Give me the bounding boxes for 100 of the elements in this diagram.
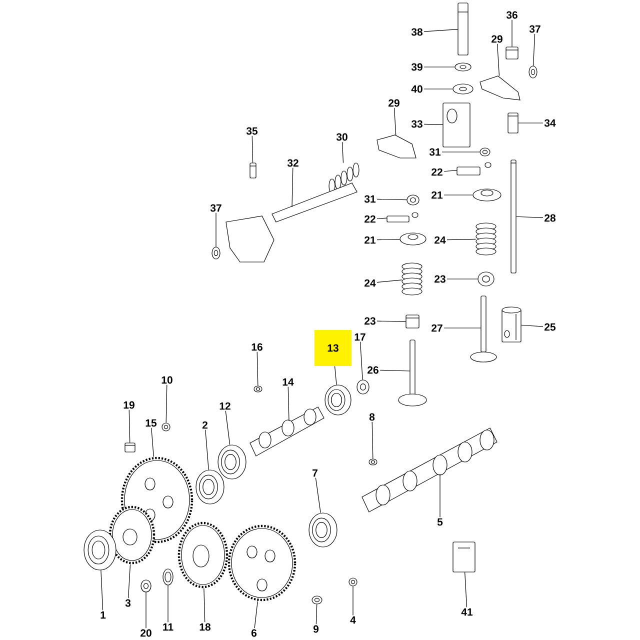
leader-line (424, 124, 444, 125)
callout-number: 5 (436, 517, 444, 527)
ring-drawing (162, 568, 174, 586)
spring-drawing (328, 162, 360, 194)
bearing-drawing (218, 444, 246, 480)
pin-drawing (456, 162, 492, 176)
callout-number: 28 (543, 213, 557, 223)
callout-number: 11 (161, 622, 175, 632)
leader-line (352, 586, 354, 616)
callout-number: 7 (311, 468, 319, 478)
leader-line (444, 194, 474, 196)
leader-line (446, 238, 476, 240)
leader-line (360, 342, 363, 380)
callout-number: 24 (433, 235, 447, 245)
bearing-drawing (324, 384, 352, 416)
leader-line (424, 29, 458, 32)
callout-number: 38 (410, 27, 424, 37)
leader-line (205, 430, 209, 470)
callout-number: 22 (430, 167, 444, 177)
rocker-shaft-drawing (226, 182, 358, 262)
callout-number: 31 (363, 194, 377, 204)
cap-drawing (406, 314, 420, 328)
callout-number: 27 (430, 323, 444, 333)
callout-number: 31 (428, 147, 442, 157)
callout-number: 20 (139, 628, 153, 638)
leader-line (376, 320, 406, 322)
callout-number: 9 (312, 624, 320, 634)
gear-drawing (228, 524, 296, 602)
callout-number: 21 (363, 235, 377, 245)
camshaft-drawing (362, 428, 498, 512)
key-drawing (368, 458, 378, 466)
pin-drawing (386, 212, 418, 222)
nut-drawing (528, 66, 538, 78)
callout-number: 29 (490, 34, 504, 44)
leader-line (256, 352, 258, 386)
leader-line (424, 88, 454, 90)
leader-line (334, 366, 337, 386)
tappet-drawing (502, 306, 522, 342)
nut-drawing (212, 246, 220, 260)
cap-drawing (480, 148, 490, 156)
callout-number: 18 (198, 622, 212, 632)
plug-drawing (254, 386, 262, 392)
leader-line (151, 428, 154, 457)
leader-line (424, 66, 456, 68)
ring-drawing (356, 380, 370, 394)
callout-number: 25 (543, 322, 557, 332)
leader-line (444, 170, 458, 172)
retainer-drawing (472, 188, 502, 202)
leader-line (376, 198, 408, 200)
leader-line (254, 601, 258, 628)
callout-number: 8 (368, 412, 376, 422)
callout-number: 41 (460, 607, 474, 617)
pushrod-drawing (510, 160, 516, 274)
callout-number: 23 (433, 274, 447, 284)
leader-line (518, 122, 544, 124)
leader-line (100, 570, 104, 610)
callout-number: 34 (543, 118, 557, 128)
leader-line (316, 604, 318, 624)
callout-number: 29 (387, 98, 401, 108)
leader-line (252, 136, 254, 164)
valve-drawing (470, 296, 497, 362)
callout-number: 17 (353, 332, 367, 342)
callout-number: 37 (528, 24, 542, 34)
callout-number: 24 (363, 278, 377, 288)
leader-line (288, 386, 290, 422)
callout-number: 36 (505, 10, 519, 20)
leader-line (376, 218, 388, 219)
leader-line (376, 239, 400, 240)
leader-line (292, 168, 294, 208)
callout-number: 14 (281, 377, 295, 387)
nut-drawing (348, 578, 358, 586)
cap-drawing (406, 194, 420, 206)
callout-number: 2 (201, 420, 209, 430)
leader-line (380, 370, 410, 372)
camshaft-drawing (250, 406, 324, 456)
rocker-arm-drawing (376, 134, 416, 158)
callout-number: 33 (410, 119, 424, 129)
leader-line (128, 564, 131, 598)
callout-number: 1 (99, 610, 107, 620)
leader-line (464, 572, 468, 608)
leader-line (315, 478, 321, 514)
nut-drawing (506, 46, 518, 60)
callout-number: 26 (366, 365, 380, 375)
leader-line (533, 34, 536, 66)
leader-line (516, 216, 544, 218)
leader-line (497, 44, 500, 76)
washer-drawing (454, 62, 472, 72)
bolt-drawing (458, 2, 468, 56)
callout-number: 22 (363, 214, 377, 224)
callout-number: 21 (430, 190, 444, 200)
leader-line (372, 422, 374, 460)
callout-number: 12 (218, 401, 232, 411)
callout-number: 6 (250, 628, 258, 638)
leader-line (394, 108, 396, 136)
callout-number: 10 (160, 375, 174, 385)
leader-line (128, 410, 130, 444)
leader-line (166, 384, 168, 424)
callout-number: 39 (410, 62, 424, 72)
bearing-drawing (84, 530, 116, 570)
clip-drawing (140, 580, 152, 592)
